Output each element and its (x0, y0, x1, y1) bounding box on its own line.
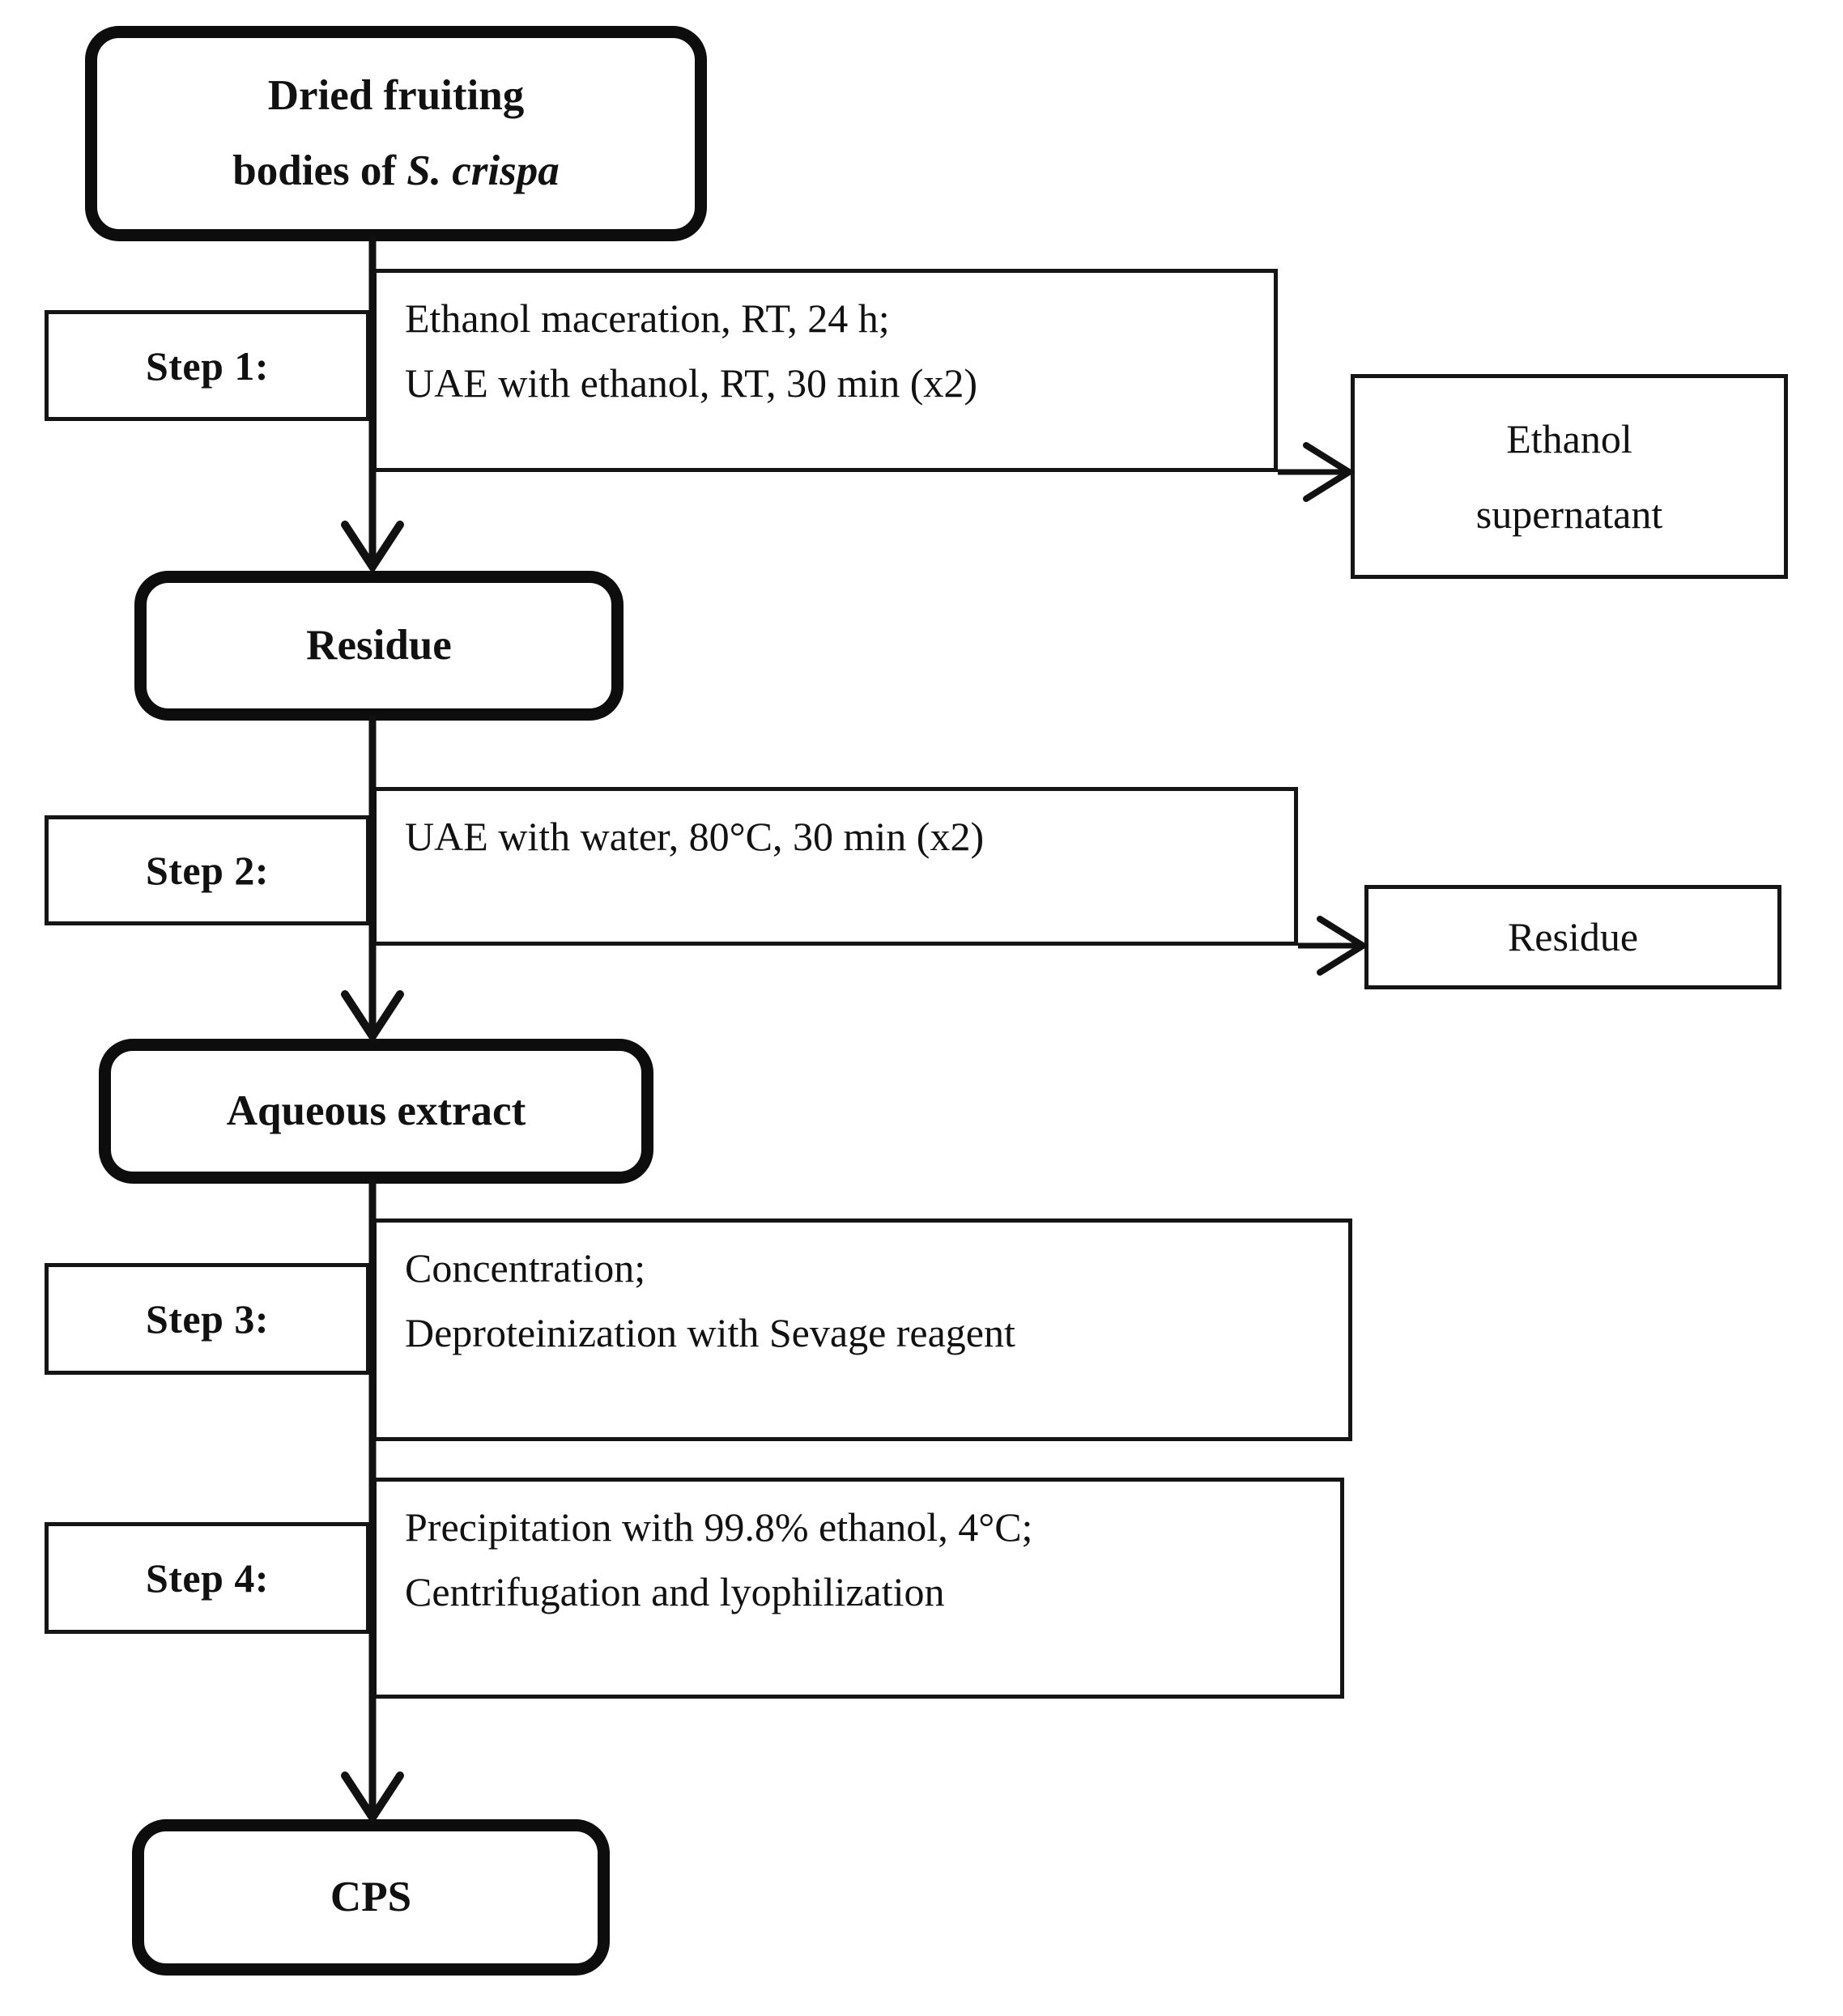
node-text-line2: bodies of S. crispa (232, 134, 559, 209)
step4-process-line1: Precipitation with 99.8% ethanol, 4°C; (405, 1504, 1033, 1550)
arrow-step1-to-ethanol-supernatant (1278, 442, 1356, 502)
step1-process-line2: UAE with ethanol, RT, 30 min (x2) (405, 360, 978, 406)
node-dried-fruiting-bodies: Dried fruiting bodies of S. crispa (85, 26, 707, 241)
output-ethanol-line1: Ethanol (1506, 416, 1632, 461)
step4-label: Step 4: (145, 1555, 270, 1601)
step2-process-box: UAE with water, 80°C, 30 min (x2) (372, 787, 1298, 946)
step3-process-box: Concentration; Deproteinization with Sev… (372, 1219, 1352, 1441)
arrow-step2-to-residue-output (1298, 916, 1369, 976)
node-text-line1: Dried fruiting (267, 72, 525, 120)
step3-label: Step 3: (145, 1296, 270, 1342)
node-aqueous-extract: Aqueous extract (99, 1039, 653, 1184)
step1-process-box: Ethanol maceration, RT, 24 h; UAE with e… (372, 269, 1278, 472)
step3-process-line2: Deproteinization with Sevage reagent (405, 1310, 1015, 1355)
node-residue-label: Residue (306, 622, 452, 670)
output-residue-box: Residue (1364, 885, 1781, 989)
step2-label: Step 2: (145, 848, 270, 893)
node-cps-label: CPS (330, 1874, 412, 1921)
species-name-italic: S. crispa (406, 147, 560, 194)
step2-process-line1: UAE with water, 80°C, 30 min (x2) (405, 814, 985, 859)
output-residue-label: Residue (1507, 914, 1639, 960)
node-aqueous-label: Aqueous extract (226, 1087, 526, 1135)
step1-process-line1: Ethanol maceration, RT, 24 h; (405, 296, 890, 341)
step3-process-line1: Concentration; (405, 1245, 646, 1291)
step3-label-box: Step 3: (45, 1263, 370, 1375)
node-residue: Residue (134, 571, 624, 721)
output-ethanol-line2: supernatant (1475, 491, 1663, 537)
step1-label-box: Step 1: (45, 310, 370, 421)
step1-label: Step 1: (145, 342, 270, 389)
step4-process-line2: Centrifugation and lyophilization (405, 1569, 945, 1614)
step2-label-box: Step 2: (45, 815, 370, 925)
output-ethanol-supernatant-box: Ethanol supernatant (1351, 374, 1788, 579)
step4-label-box: Step 4: (45, 1522, 370, 1634)
node-text-line2-prefix: bodies of (232, 147, 407, 194)
step4-process-box: Precipitation with 99.8% ethanol, 4°C; C… (372, 1478, 1344, 1699)
node-cps: CPS (132, 1819, 610, 1976)
